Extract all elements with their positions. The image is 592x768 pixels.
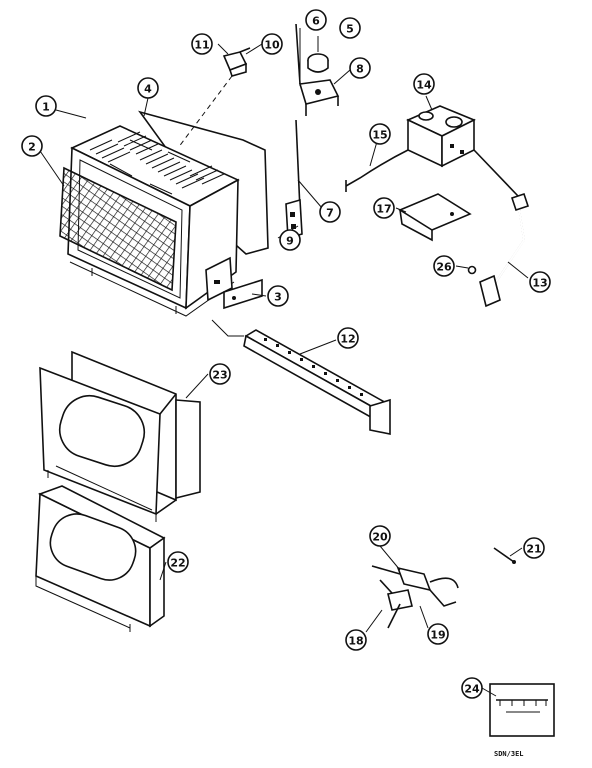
svg-text:14: 14 [416,79,432,92]
svg-text:11: 11 [194,39,209,52]
svg-text:26: 26 [436,261,452,274]
callout-12: 12 [337,327,359,349]
callout-5: 5 [339,17,361,39]
radiant-grille-part [59,166,177,292]
label-card-part: SDN/3EL [489,683,555,758]
svg-text:6: 6 [312,15,320,28]
rod-part [295,119,301,211]
callout-11: 11 [191,33,213,55]
wire-part [345,149,409,192]
callout-14: 14 [413,73,435,95]
svg-text:9: 9 [286,235,294,248]
svg-text:7: 7 [326,207,334,220]
small-clip-part [493,547,516,564]
callout-4: 4 [137,77,159,99]
svg-text:5: 5 [346,23,354,36]
callout-1: 1 [35,95,57,117]
diagram-caption: SDN/3EL [494,750,524,758]
callout-18: 18 [345,629,367,651]
svg-text:18: 18 [348,635,363,648]
callout-7: 7 [319,201,341,223]
radiant-panel-upper-part [39,350,201,522]
mounting-bracket-part [295,23,340,116]
svg-text:12: 12 [340,333,355,346]
callout-17: 17 [373,197,395,219]
burner-part [211,319,391,435]
callout-15: 15 [369,123,391,145]
pilot-assembly-part [371,565,459,629]
callout-21: 21 [523,537,545,559]
clip-part [285,198,303,240]
svg-text:22: 22 [170,557,185,570]
svg-text:23: 23 [212,369,227,382]
callout-22: 22 [167,551,189,573]
callout-13: 13 [529,271,551,293]
callout-8: 8 [349,57,371,79]
cover-plate-part [223,278,263,310]
svg-text:20: 20 [372,531,388,544]
callout-3: 3 [267,285,289,307]
svg-text:13: 13 [532,277,547,290]
callout-9: 9 [279,229,301,251]
callout-24: 24 [461,677,483,699]
callout-19: 19 [427,623,449,645]
callout-23: 23 [209,363,231,385]
svg-text:17: 17 [376,203,391,216]
svg-text:15: 15 [372,129,387,142]
gas-tube-part [467,149,530,308]
svg-text:1: 1 [42,101,50,114]
svg-text:3: 3 [274,291,282,304]
svg-text:8: 8 [356,63,364,76]
svg-text:19: 19 [430,629,445,642]
control-knob-part [307,53,329,73]
svg-text:2: 2 [28,141,36,154]
valve-bracket-part [398,193,472,242]
radiant-panel-lower-part [35,485,166,632]
gas-valve-part [406,105,476,168]
svg-text:10: 10 [264,39,280,52]
callout-10: 10 [261,33,283,55]
callout-20: 20 [369,525,391,547]
svg-text:21: 21 [526,543,541,556]
connector-part [177,47,251,149]
svg-text:24: 24 [464,683,480,696]
svg-text:4: 4 [144,83,152,96]
callout-6: 6 [305,9,327,31]
callout-2: 2 [21,135,43,157]
callout-26: 26 [433,255,455,277]
